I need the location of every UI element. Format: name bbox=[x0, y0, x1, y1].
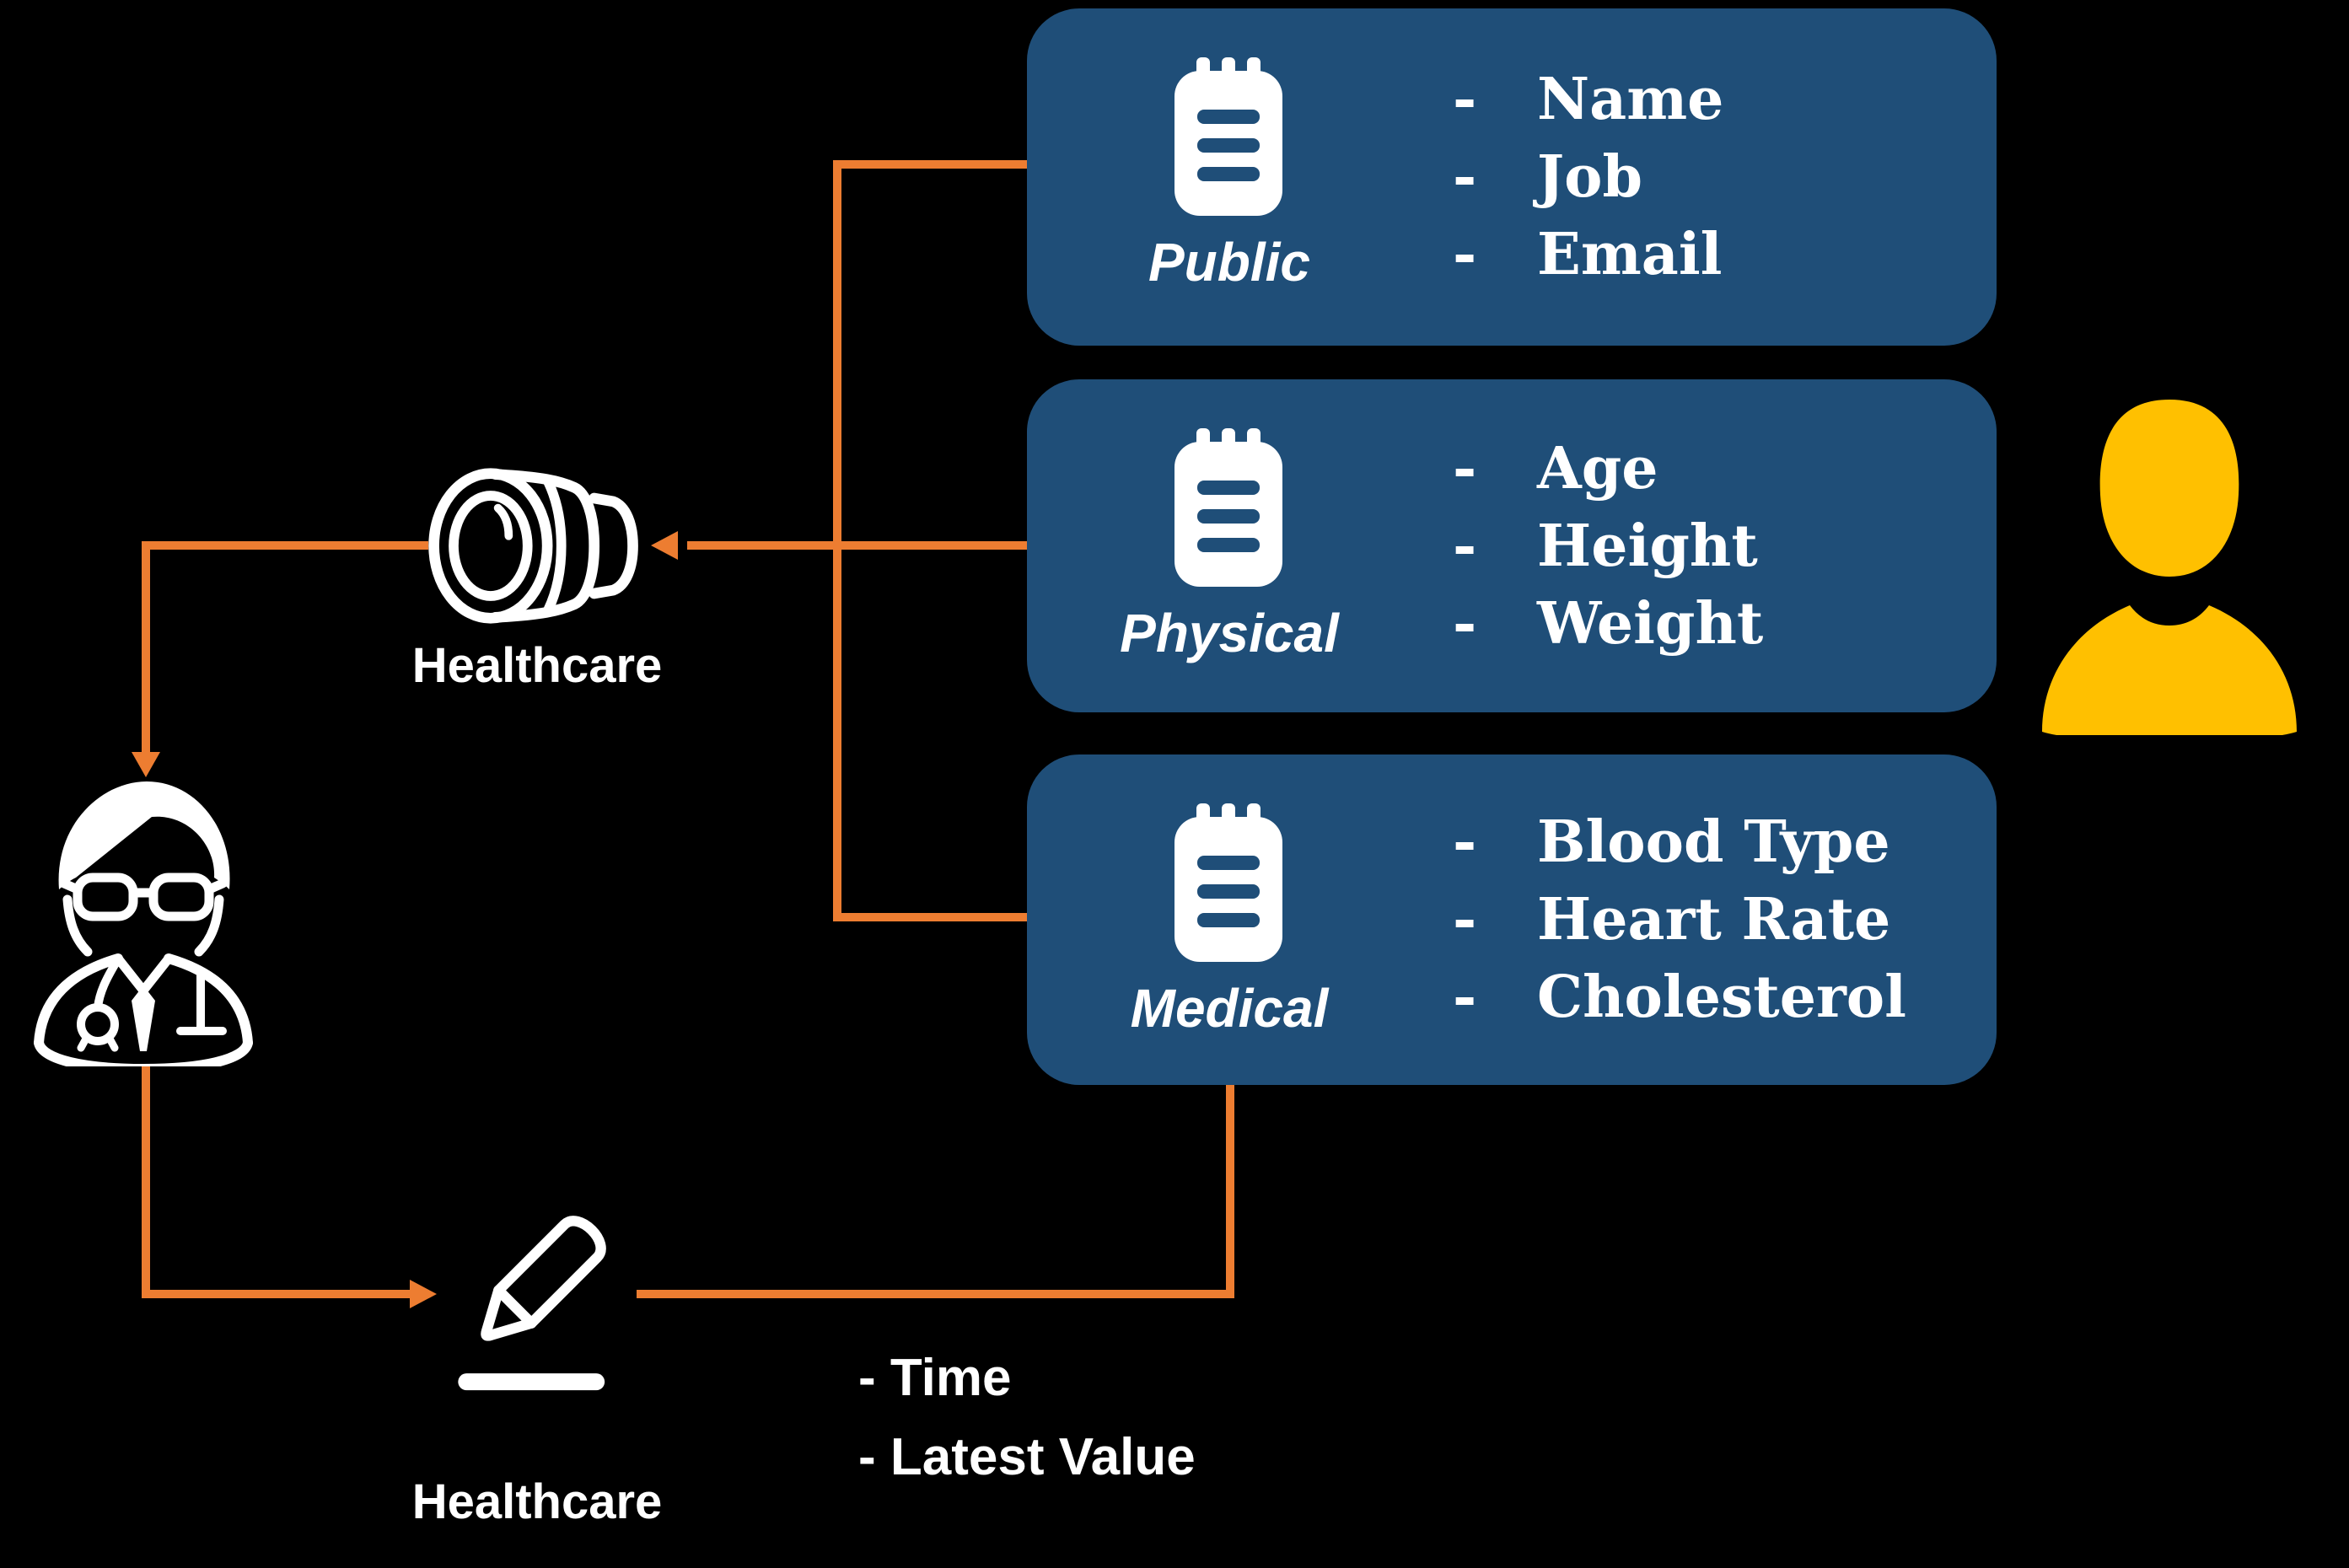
card-title: Physical bbox=[1120, 603, 1339, 663]
list-item-label: Cholesterol bbox=[1537, 964, 1906, 1031]
clipboard-icon bbox=[1174, 803, 1282, 962]
healthcare-writer-label: Healthcare bbox=[411, 1474, 663, 1529]
list-item: -Job bbox=[1453, 138, 1723, 216]
list-item: -Name bbox=[1453, 61, 1723, 138]
clipboard-icon bbox=[1174, 57, 1282, 216]
card-medical: Medical -Blood Type -Heart Rate -Cholest… bbox=[1027, 754, 1997, 1085]
clipboard-icon bbox=[1174, 428, 1282, 587]
bullet-dash: - bbox=[1453, 589, 1477, 658]
list-item: -Height bbox=[1453, 507, 1763, 585]
list-item-label: Heart Rate bbox=[1537, 886, 1891, 953]
pencil-icon bbox=[455, 1193, 615, 1399]
doctor-icon bbox=[25, 771, 261, 1074]
list-item: -Age bbox=[1453, 430, 1763, 507]
bullet-dash: - bbox=[1453, 221, 1477, 288]
write-notes: - Time - Latest Value bbox=[858, 1339, 1196, 1497]
bullet-dash: - bbox=[1453, 512, 1477, 580]
arrow-to-medical bbox=[833, 913, 1027, 921]
list-item-label: Blood Type bbox=[1537, 808, 1890, 876]
user-person-icon bbox=[2030, 398, 2309, 743]
list-item-label: Name bbox=[1537, 66, 1724, 133]
arrowhead-into-doctor bbox=[132, 752, 160, 777]
bullet-dash: - bbox=[1453, 143, 1477, 211]
card-item-list: -Blood Type -Heart Rate -Cholesterol bbox=[1453, 803, 1906, 1036]
arrow-to-pencil bbox=[142, 1290, 411, 1298]
bullet-dash: - bbox=[1453, 964, 1477, 1031]
list-item: -Email bbox=[1453, 216, 1723, 293]
healthcare-sensor-label: Healthcare bbox=[411, 638, 663, 693]
arrow-to-public bbox=[833, 160, 1027, 169]
arrow-camera-out-left bbox=[142, 541, 428, 550]
bullet-dash: - bbox=[1453, 434, 1477, 502]
card-item-list: -Name -Job -Email bbox=[1453, 61, 1723, 293]
arrow-pencil-out-right bbox=[637, 1290, 1234, 1298]
list-item-label: Age bbox=[1537, 434, 1658, 502]
bullet-dash: - bbox=[1453, 66, 1477, 133]
card-item-list: -Age -Height -Weight bbox=[1453, 430, 1763, 663]
list-item: -Weight bbox=[1453, 585, 1763, 663]
card-physical: Physical -Age -Height -Weight bbox=[1027, 379, 1997, 712]
arrowhead-into-camera bbox=[651, 531, 678, 560]
list-item: -Cholesterol bbox=[1453, 959, 1906, 1036]
list-item-label: Email bbox=[1537, 221, 1723, 288]
arrow-down-to-doctor bbox=[142, 541, 150, 752]
list-item: -Blood Type bbox=[1453, 803, 1906, 881]
list-item: -Heart Rate bbox=[1453, 881, 1906, 959]
card-title: Public bbox=[1148, 232, 1311, 293]
camera-lens-icon bbox=[417, 464, 653, 628]
list-item-label: Weight bbox=[1537, 589, 1764, 658]
list-item-label: Job bbox=[1537, 143, 1643, 211]
bullet-dash: - bbox=[1453, 808, 1477, 876]
card-public: Public -Name -Job -Email bbox=[1027, 8, 1997, 346]
arrow-physical-to-camera bbox=[687, 541, 1027, 550]
arrowhead-into-pencil bbox=[410, 1280, 437, 1308]
card-title: Medical bbox=[1130, 978, 1329, 1039]
arrow-up-to-medical bbox=[1226, 1079, 1234, 1298]
note-line: - Latest Value bbox=[858, 1428, 1196, 1486]
note-line: - Time bbox=[858, 1349, 1012, 1407]
bullet-dash: - bbox=[1453, 886, 1477, 953]
arrow-doctor-out-down bbox=[142, 1065, 150, 1298]
list-item-label: Height bbox=[1537, 512, 1758, 580]
